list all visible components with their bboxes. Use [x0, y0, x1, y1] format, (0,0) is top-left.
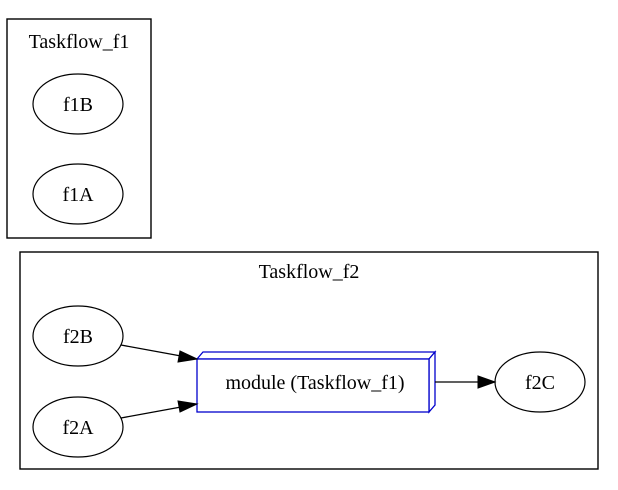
module-box-front-face	[196, 358, 430, 413]
edge-f2a-to-module-arrow	[177, 400, 199, 413]
cluster-taskflow-f1-border	[6, 18, 152, 239]
node-f2b-label: f2B	[63, 326, 93, 348]
cluster-taskflow-f2: Taskflow_f2	[19, 251, 599, 470]
node-f2b[interactable]: f2B	[32, 305, 124, 367]
node-f2c[interactable]: f2C	[494, 351, 586, 413]
node-f1a-label: f1A	[62, 184, 94, 206]
cluster-taskflow-f2-border	[19, 251, 599, 470]
node-f1b[interactable]: f1B	[32, 73, 124, 135]
module-box-side-face	[428, 350, 436, 414]
edge-f2a-to-module	[120, 400, 199, 419]
node-f1b-label: f1B	[63, 94, 93, 116]
module-box-top-face	[195, 351, 437, 360]
node-f2a-label: f2A	[62, 417, 94, 439]
edge-module-to-f2c	[435, 375, 497, 389]
node-f2a-shape	[32, 396, 124, 458]
node-f2a[interactable]: f2A	[32, 396, 124, 458]
node-f1a-shape	[32, 163, 124, 225]
node-f2c-label: f2C	[525, 372, 555, 394]
edge-module-to-f2c-arrow	[477, 375, 497, 389]
node-module-label: module (Taskflow_f1)	[225, 372, 404, 394]
node-f1b-shape	[32, 73, 124, 135]
edge-f2b-to-module-line	[120, 344, 182, 357]
edge-f2b-to-module	[120, 344, 199, 363]
node-module-taskflow-f1[interactable]: module (Taskflow_f1)	[195, 350, 437, 414]
edge-f2b-to-module-arrow	[177, 350, 199, 363]
edge-f2a-to-module-line	[120, 406, 182, 419]
node-f1a[interactable]: f1A	[32, 163, 124, 225]
cluster-taskflow-f1-title: Taskflow_f1	[29, 31, 130, 53]
cluster-taskflow-f1: Taskflow_f1	[6, 18, 152, 239]
node-f2b-shape	[32, 305, 124, 367]
cluster-taskflow-f2-title: Taskflow_f2	[259, 261, 360, 283]
